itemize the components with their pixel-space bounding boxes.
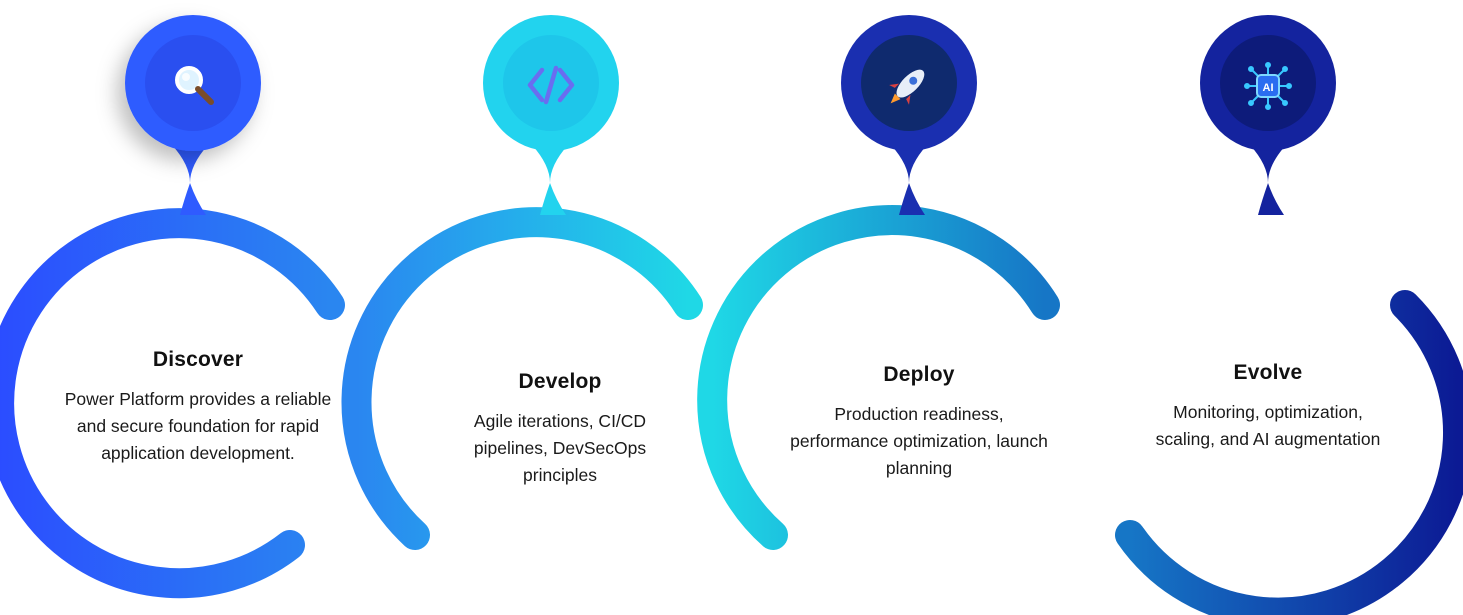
pin-connectors <box>172 145 1286 215</box>
step-title-develop: Develop <box>518 370 602 393</box>
step-evolve: Evolve Monitoring, optimization, scaling… <box>1148 361 1388 453</box>
pin-develop <box>483 15 619 151</box>
magnifier-icon <box>175 66 214 105</box>
pin-neck-deploy <box>891 145 927 215</box>
step-title-deploy: Deploy <box>883 363 955 386</box>
rocket-icon <box>889 69 925 105</box>
pin-deploy <box>841 15 977 151</box>
ring-develop <box>341 207 703 550</box>
pin-neck-evolve <box>1250 145 1286 215</box>
ring-discover <box>0 208 345 599</box>
step-description-evolve: Monitoring, optimization, scaling, and A… <box>1155 402 1381 449</box>
ai-chip-label: AI <box>1263 82 1274 94</box>
pin-evolve: AI <box>1200 15 1336 151</box>
ring-evolve <box>1115 290 1463 615</box>
ring-deploy <box>697 205 1060 550</box>
step-develop: Develop Agile iterations, CI/CD pipeline… <box>445 370 675 489</box>
ai-chip-icon: AI <box>1244 62 1292 110</box>
step-title-discover: Discover <box>152 348 244 371</box>
step-description-develop: Agile iterations, CI/CD pipelines, DevSe… <box>473 411 647 485</box>
code-brackets-icon <box>527 65 575 105</box>
pin-neck-discover <box>172 145 208 215</box>
step-title-evolve: Evolve <box>1233 361 1303 384</box>
step-description-discover: Power Platform provides a reliable and s… <box>64 389 332 463</box>
ring-arcs <box>0 205 1463 615</box>
step-deploy: Deploy Production readiness, performance… <box>788 363 1050 482</box>
step-description-deploy: Production readiness, performance optimi… <box>790 404 1048 478</box>
pin-neck-develop <box>532 145 568 215</box>
pin-discover <box>125 15 261 151</box>
step-discover: Discover Power Platform provides a relia… <box>48 348 348 467</box>
